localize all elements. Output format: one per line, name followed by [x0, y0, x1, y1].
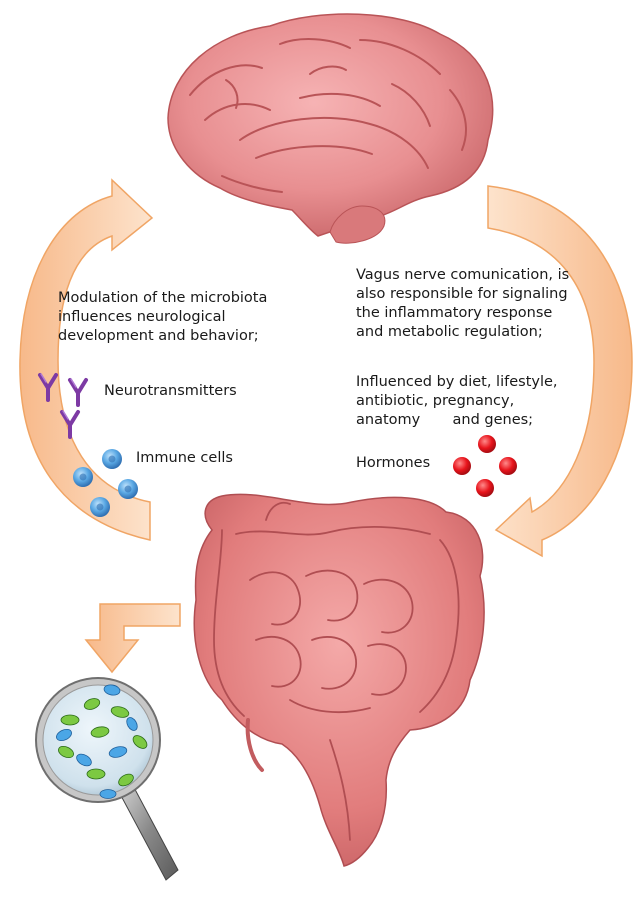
bacteria-icon — [58, 698, 148, 787]
right-cycle-arrow — [487, 185, 633, 558]
text-line: influences neurological — [58, 309, 226, 325]
microbiota-modulation-text: Modulation of the microbiota influences … — [58, 289, 267, 346]
bacteria-blue — [56, 684, 138, 799]
neurotransmitters-label: Neurotransmitters — [104, 383, 237, 399]
immune-cells-label: Immune cells — [136, 450, 233, 466]
vagus-nerve-text: Vagus nerve comunication, is also respon… — [356, 266, 569, 342]
text-line: Vagus nerve comunication, is — [356, 267, 570, 283]
text-line: antibiotic, pregnancy, — [356, 393, 515, 409]
hormones-label: Hormones — [356, 455, 431, 471]
text-line: the inflammatory response — [356, 305, 553, 321]
antibody-highlights — [40, 373, 77, 420]
text-line: Modulation of the microbiota — [58, 290, 268, 306]
magnifier-icon — [35, 677, 179, 881]
intestine-illustration — [193, 493, 485, 867]
text-line: and metabolic regulation; — [356, 324, 543, 340]
hormone-icon — [453, 435, 517, 497]
antibody-icon — [38, 373, 88, 439]
left-cycle-arrow — [19, 178, 154, 541]
text-line: development and behavior; — [58, 328, 259, 344]
immune-cell-icon — [73, 449, 138, 517]
influences-text: Influenced by diet, lifestyle, antibioti… — [356, 373, 558, 430]
text-line: Influenced by diet, lifestyle, — [356, 374, 558, 390]
text-line: also responsible for signaling — [356, 286, 568, 302]
brain-illustration — [167, 13, 494, 244]
down-arrow-to-magnifier — [84, 603, 181, 674]
text-line: anatomy and genes; — [356, 412, 534, 428]
